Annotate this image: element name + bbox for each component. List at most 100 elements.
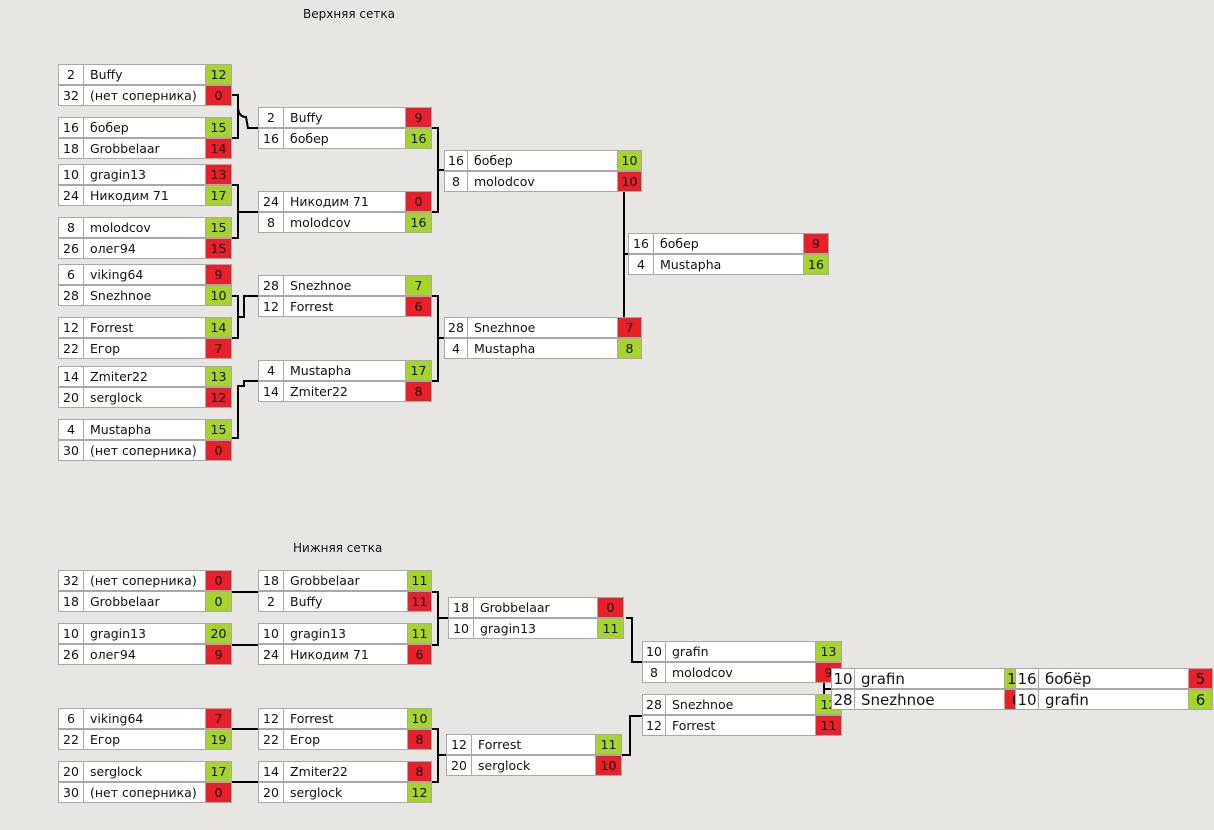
seed-number: 22 — [58, 729, 84, 750]
score-win: 20 — [206, 623, 232, 644]
seed-number: 6 — [58, 264, 84, 285]
connector — [626, 617, 642, 663]
player-name: бобер — [284, 128, 406, 149]
player-name: Grobbelaar — [84, 138, 206, 159]
score-lose: 7 — [206, 708, 232, 729]
score-win: 15 — [206, 217, 232, 238]
seed-number: 16 — [444, 150, 468, 171]
score-lose: 9 — [206, 264, 232, 285]
seed-number: 4 — [628, 254, 654, 275]
player-row[interactable]: 32(нет соперника)0 — [58, 85, 232, 106]
player-name: gragin13 — [84, 164, 206, 185]
seed-number: 12 — [258, 708, 284, 729]
seed-number: 28 — [444, 317, 468, 338]
score-lose: 11 — [816, 715, 842, 736]
player-name: Grobbelaar — [84, 591, 206, 612]
score-win: 16 — [804, 254, 829, 275]
seed-number: 14 — [258, 381, 284, 402]
seed-number: 8 — [258, 212, 284, 233]
score-win: 10 — [206, 285, 232, 306]
score-lose: 10 — [618, 171, 642, 192]
player-row[interactable]: 10grafin12 — [831, 668, 1029, 689]
player-name: Snezhnoe — [666, 694, 816, 715]
connector — [232, 106, 239, 139]
seed-number: 10 — [1015, 689, 1039, 710]
score-lose: 11 — [408, 591, 432, 612]
player-name: grafin — [855, 668, 1005, 689]
player-row[interactable]: 32(нет соперника)0 — [58, 570, 232, 591]
score-lose: 0 — [206, 570, 232, 591]
connector — [618, 170, 625, 339]
seed-number: 2 — [258, 107, 284, 128]
score-win: 12 — [408, 782, 432, 803]
seed-number: 28 — [831, 689, 855, 710]
player-row[interactable]: 30(нет соперника)0 — [58, 782, 232, 803]
score-win: 10 — [408, 708, 432, 729]
seed-number: 32 — [58, 570, 84, 591]
player-name: Snezhnoe — [855, 689, 1005, 710]
seed-number: 2 — [58, 64, 84, 85]
score-win: 13 — [206, 366, 232, 387]
player-name: Forrest — [284, 296, 406, 317]
player-row[interactable]: 28Snezhnoe6 — [831, 689, 1029, 710]
connector — [232, 184, 239, 239]
seed-number: 20 — [58, 387, 84, 408]
connector — [238, 295, 258, 318]
score-win: 19 — [206, 729, 232, 750]
player-row[interactable]: 30(нет соперника)0 — [58, 440, 232, 461]
player-name: Zmiter22 — [284, 381, 406, 402]
